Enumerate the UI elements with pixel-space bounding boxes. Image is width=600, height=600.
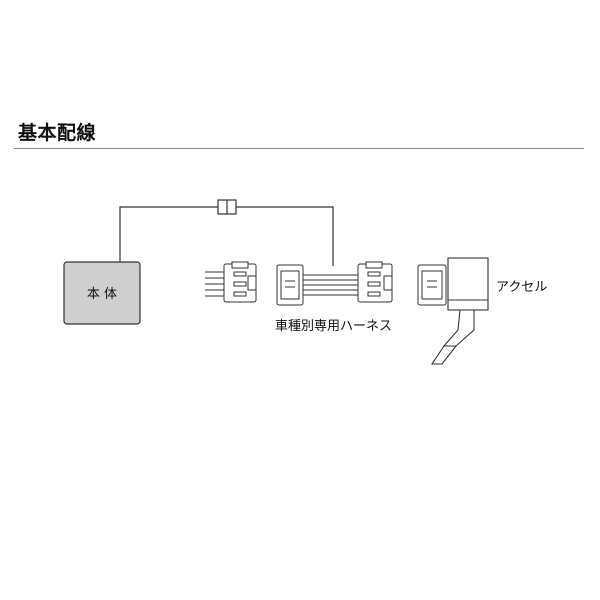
main-unit-box bbox=[63, 261, 141, 325]
page-title: 基本配線 bbox=[18, 122, 97, 144]
harness-label: 車種別専用ハーネス bbox=[275, 318, 392, 334]
harness-connector-a bbox=[276, 264, 304, 306]
harness-wires bbox=[303, 274, 358, 296]
harness-connector-b bbox=[357, 261, 393, 303]
title-divider bbox=[14, 148, 584, 149]
main-cable bbox=[119, 206, 334, 266]
accelerator-pedal bbox=[430, 257, 489, 365]
main-unit-label: 本 体 bbox=[87, 287, 117, 302]
accelerator-label: アクセル bbox=[496, 280, 547, 295]
accelerator-connector bbox=[417, 264, 447, 306]
vehicle-connector bbox=[205, 261, 257, 303]
